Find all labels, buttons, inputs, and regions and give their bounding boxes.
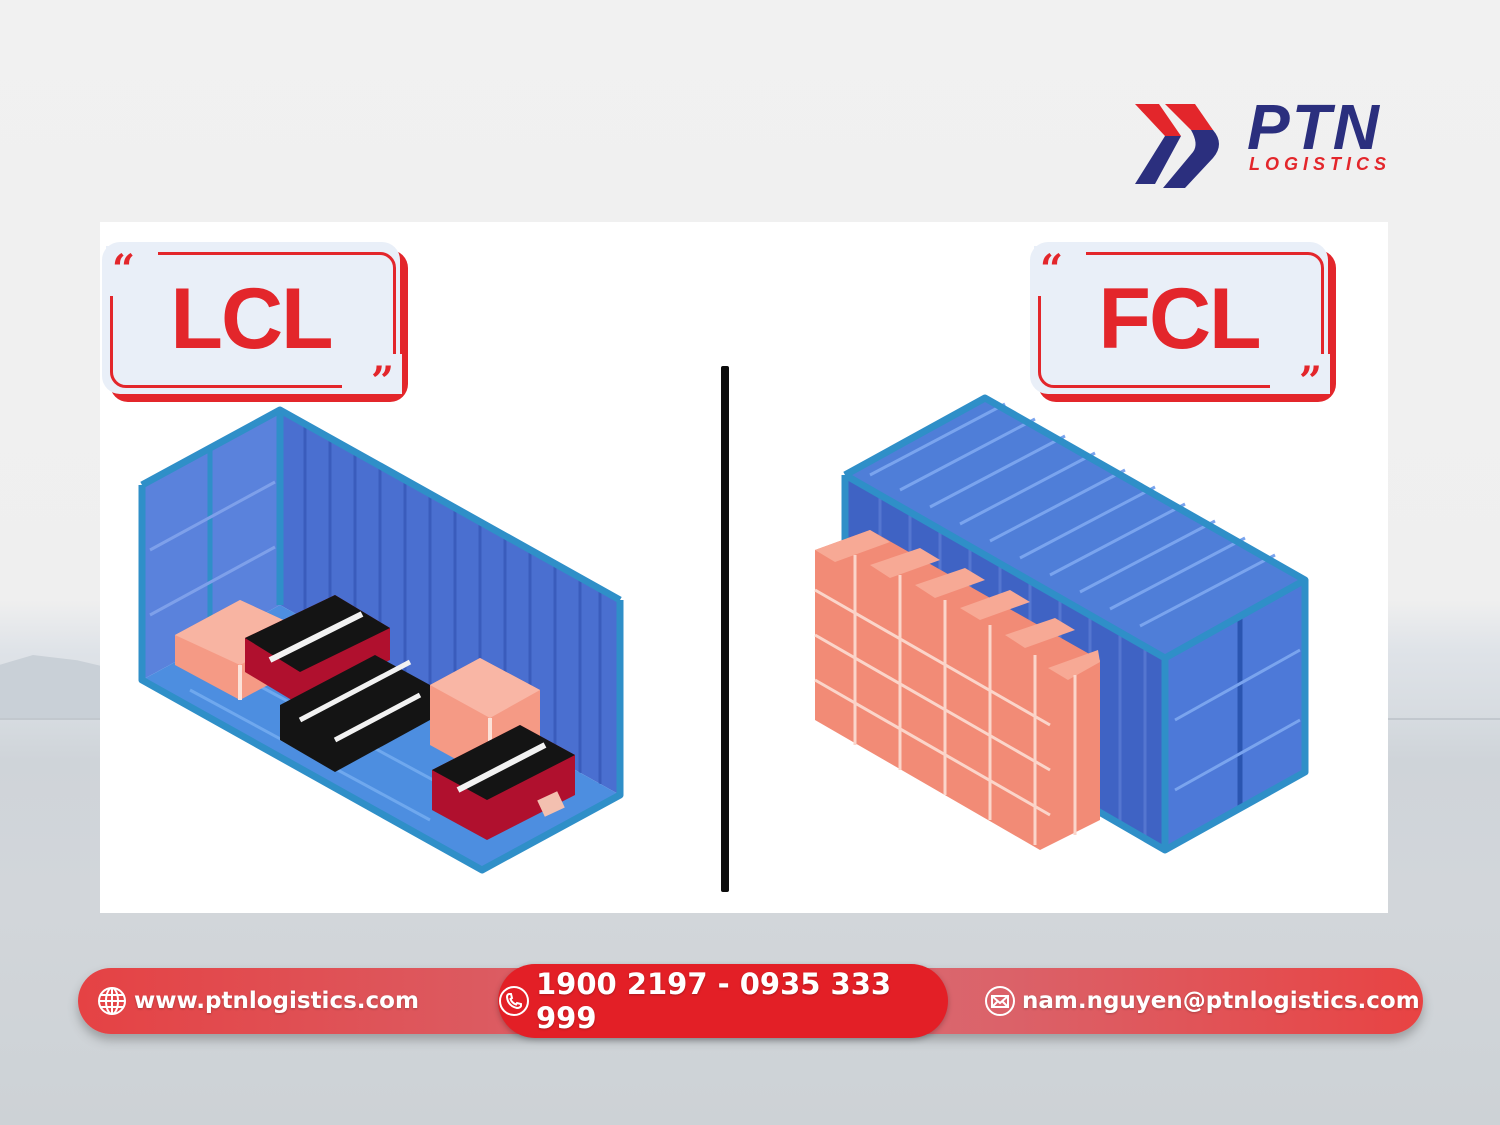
fcl-title: FCL — [1098, 271, 1261, 367]
quote-close-icon: ” — [370, 358, 394, 405]
background-mountain — [0, 655, 110, 720]
phone-text: 1900 2197 - 0935 333 999 — [536, 967, 892, 1035]
quote-open-icon: “ — [112, 246, 136, 293]
contact-bar: www.ptnlogistics.com 1900 2197 - 0935 33… — [78, 964, 1423, 1038]
globe-icon — [98, 987, 126, 1015]
fcl-label-card: “ ” FCL — [1030, 242, 1336, 402]
ptn-logo: PTN LOGISTICS — [1135, 91, 1425, 192]
phone-link[interactable]: 1900 2197 - 0935 333 999 — [498, 964, 948, 1038]
email-link[interactable]: nam.nguyen@ptnlogistics.com — [984, 968, 1420, 1034]
double-chevron-logo-icon — [1135, 104, 1219, 188]
quote-close-icon: ” — [1298, 358, 1322, 405]
vertical-divider — [721, 366, 729, 892]
lcl-title: LCL — [170, 271, 333, 367]
quote-open-icon: “ — [1040, 246, 1064, 293]
brand-subtitle: LOGISTICS — [1249, 154, 1392, 174]
website-link[interactable]: www.ptnlogistics.com — [96, 968, 419, 1034]
lcl-container-illustration — [138, 406, 624, 874]
lcl-label-card: “ ” LCL — [102, 242, 408, 402]
website-text: www.ptnlogistics.com — [134, 988, 419, 1014]
fcl-container-illustration — [814, 394, 1309, 854]
brand-name: PTN — [1247, 91, 1381, 163]
email-text: nam.nguyen@ptnlogistics.com — [1022, 988, 1420, 1014]
phone-icon — [499, 986, 529, 1016]
mail-icon — [985, 986, 1015, 1016]
